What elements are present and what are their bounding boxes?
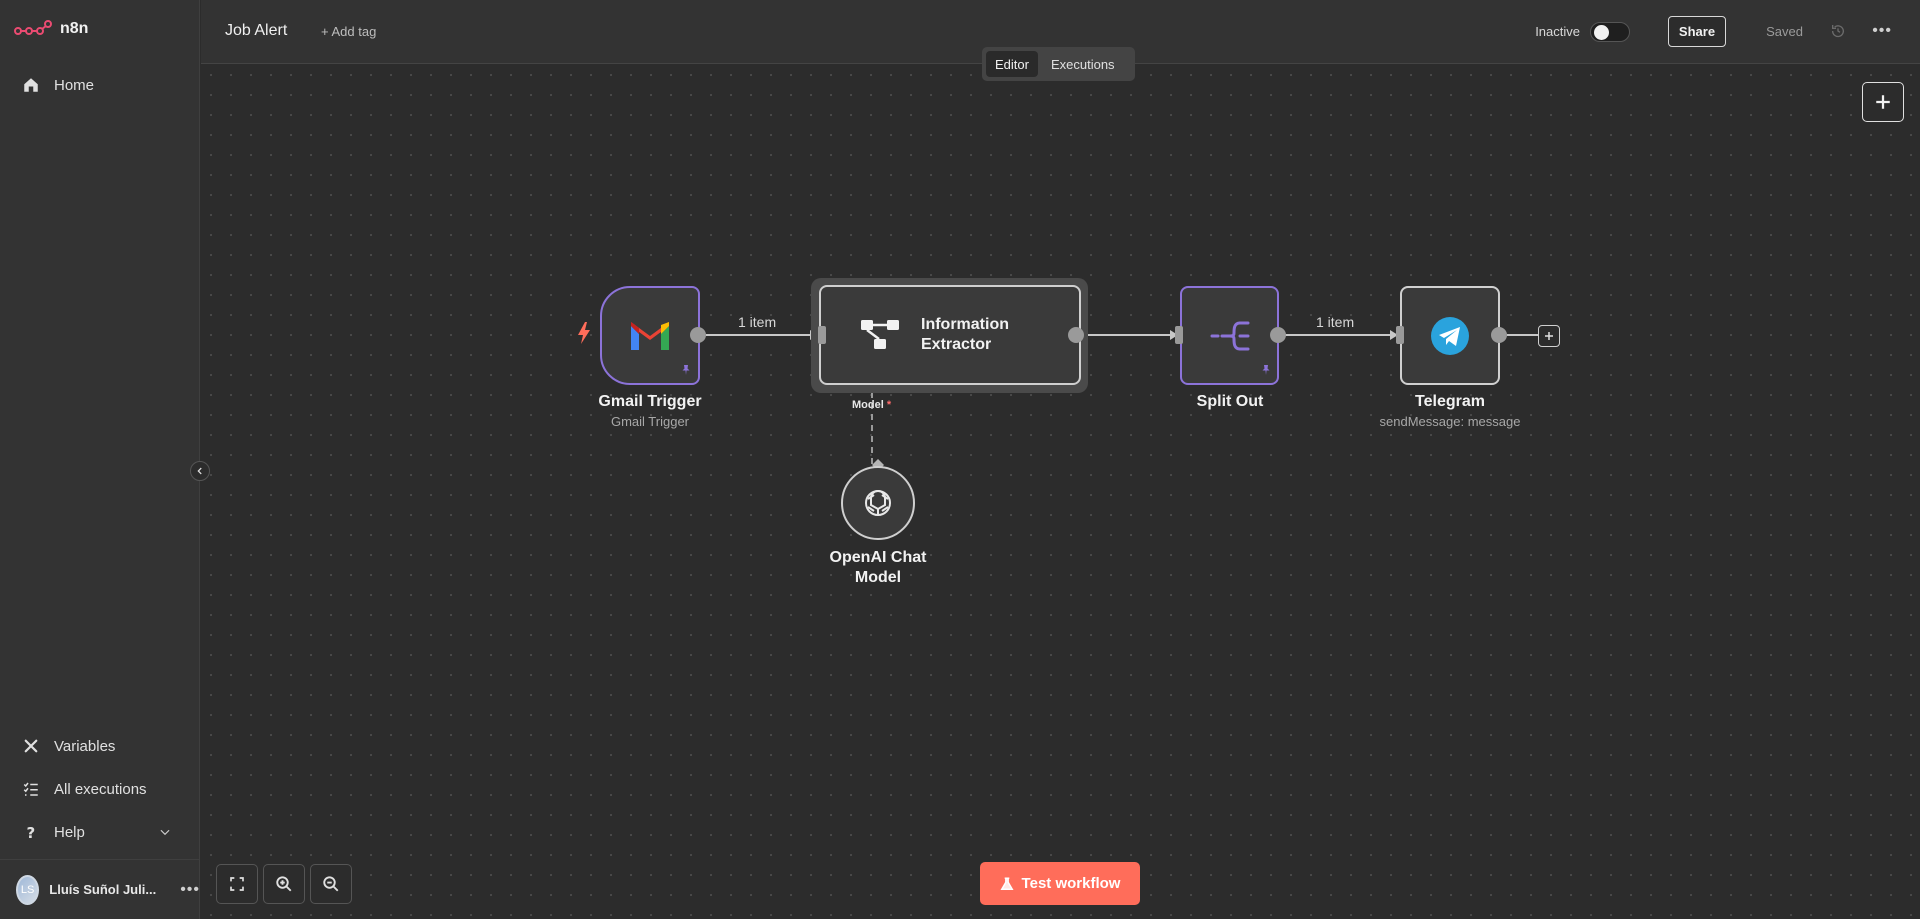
workflow-canvas[interactable]: [201, 65, 1920, 919]
sidebar-item-label: All executions: [54, 780, 147, 798]
pin-icon: [682, 365, 690, 375]
extractor-output-handle[interactable]: [1068, 327, 1084, 343]
gmail-output-handle[interactable]: [690, 327, 706, 343]
user-menu[interactable]: LS Lluís Suñol Juli... •••: [0, 859, 200, 919]
information-extractor-icon: [861, 320, 899, 349]
user-more-icon[interactable]: •••: [180, 880, 200, 898]
gmail-icon: [631, 321, 669, 350]
node-title: Telegram: [1415, 393, 1485, 410]
split-output-handle[interactable]: [1270, 327, 1286, 343]
zoom-out-icon: [323, 876, 339, 892]
tab-executions[interactable]: Executions: [1050, 56, 1115, 72]
share-button[interactable]: Share: [1668, 16, 1726, 47]
sidebar-item-help[interactable]: ? Help: [22, 823, 172, 841]
pin-icon: [1262, 365, 1270, 375]
plus-icon: [1545, 332, 1553, 340]
mode-tabs: Editor Executions: [982, 47, 1135, 81]
telegram-output-handle[interactable]: [1491, 327, 1507, 343]
node-title: Split Out: [1196, 393, 1264, 410]
history-icon[interactable]: [1830, 23, 1846, 39]
node-title: Information Extractor: [921, 315, 1009, 355]
sidebar-item-label: Variables: [54, 737, 116, 755]
sidebar-item-label: Home: [54, 76, 95, 94]
zoom-out-button[interactable]: [310, 864, 352, 904]
node-split-out[interactable]: [1180, 286, 1279, 385]
svg-text:?: ?: [27, 824, 36, 841]
node-title: OpenAI Chat Model: [808, 548, 948, 588]
openai-icon: [865, 489, 891, 516]
node-title-line1: Information: [921, 316, 1009, 333]
node-title-line2: Extractor: [921, 336, 992, 353]
node-subtitle: sendMessage: message: [1379, 414, 1521, 429]
collapse-sidebar-button[interactable]: [190, 461, 210, 481]
tab-editor[interactable]: Editor: [986, 51, 1038, 77]
fit-view-icon: [230, 877, 244, 891]
add-next-node-button[interactable]: [1538, 325, 1560, 347]
split-input-handle[interactable]: [1175, 326, 1183, 344]
sidebar-item-home[interactable]: Home: [22, 76, 94, 94]
node-information-extractor[interactable]: Information Extractor: [819, 285, 1081, 385]
n8n-logo-icon: [14, 20, 52, 35]
zoom-in-button[interactable]: [263, 864, 305, 904]
node-gmail-trigger[interactable]: [600, 286, 700, 385]
node-subtitle: Gmail Trigger: [610, 414, 690, 429]
workflow-title[interactable]: Job Alert: [225, 22, 288, 39]
edge-label: 1 item: [1316, 314, 1355, 330]
chevron-left-icon: [197, 467, 202, 475]
split-out-icon: [1210, 321, 1249, 350]
flask-icon: [1000, 876, 1014, 890]
help-icon: ?: [27, 824, 36, 841]
node-telegram[interactable]: [1400, 286, 1500, 385]
model-port-text: Model: [852, 399, 884, 411]
telegram-icon: [1431, 316, 1469, 355]
sidebar-item-variables[interactable]: Variables: [22, 737, 115, 755]
avatar: LS: [16, 874, 40, 905]
node-title: Gmail Trigger: [598, 393, 702, 410]
user-name: Lluís Suñol Juli...: [49, 882, 157, 897]
edge-label: 1 item: [738, 314, 777, 330]
more-options-icon[interactable]: •••: [1872, 22, 1892, 39]
node-openai-chat-model[interactable]: [841, 466, 915, 540]
zoom-to-fit-button[interactable]: [216, 864, 258, 904]
executions-icon: [23, 782, 38, 796]
model-port-label: Model *: [852, 399, 891, 411]
active-status-label: Inactive: [1535, 24, 1580, 39]
trigger-bolt-icon: [578, 322, 590, 344]
sidebar-item-label: Help: [54, 823, 85, 841]
logo[interactable]: n8n: [14, 20, 88, 38]
brand-name: n8n: [60, 20, 89, 37]
toggle-knob: [1594, 25, 1609, 40]
plus-icon: [1876, 95, 1890, 109]
node-title-line1: OpenAI Chat: [829, 549, 927, 566]
node-title-line2: Model: [854, 569, 902, 586]
chevron-down-icon: [160, 829, 170, 836]
required-mark: *: [886, 399, 892, 411]
telegram-input-handle[interactable]: [1396, 326, 1404, 344]
add-node-button[interactable]: [1862, 82, 1904, 122]
saved-status: Saved: [1766, 24, 1803, 39]
zoom-in-icon: [276, 876, 292, 892]
home-icon: [24, 78, 38, 92]
sidebar: n8n Home Variables All executions ? Help…: [0, 0, 200, 919]
sidebar-item-all-executions[interactable]: All executions: [22, 780, 147, 798]
extractor-input-handle[interactable]: [818, 326, 826, 344]
test-workflow-label: Test workflow: [1021, 875, 1121, 892]
test-workflow-button[interactable]: Test workflow: [980, 862, 1140, 905]
variables-icon: [24, 739, 38, 753]
active-toggle[interactable]: [1590, 22, 1630, 42]
add-tag-button[interactable]: + Add tag: [321, 24, 377, 39]
